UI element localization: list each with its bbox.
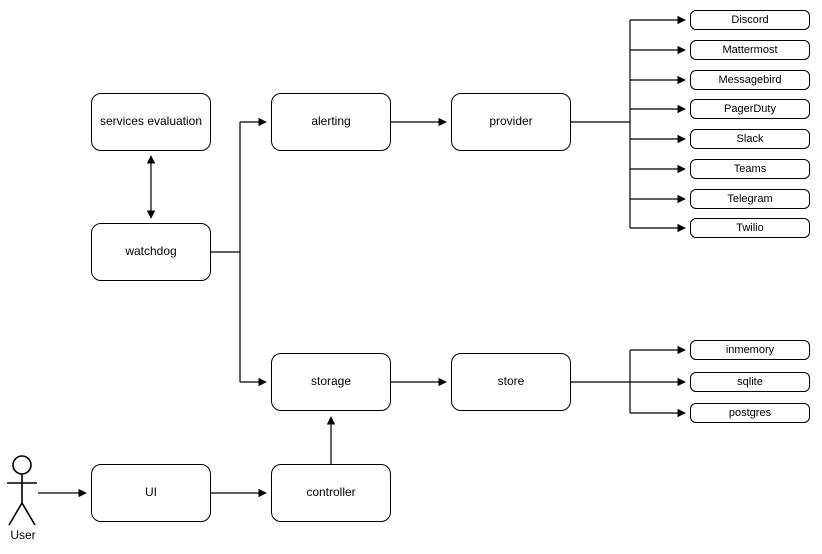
node-label: Telegram: [727, 192, 773, 205]
node-label: sqlite: [737, 375, 763, 388]
node-provider-twilio[interactable]: Twilio: [690, 218, 810, 238]
node-label: storage: [310, 374, 352, 389]
node-provider-mattermost[interactable]: Mattermost: [690, 40, 810, 60]
node-label: alerting: [311, 114, 351, 129]
node-ui[interactable]: UI: [91, 464, 211, 522]
node-label: UI: [145, 485, 157, 500]
node-store-sqlite[interactable]: sqlite: [690, 372, 810, 392]
node-provider-telegram[interactable]: Telegram: [690, 189, 810, 209]
node-provider[interactable]: provider: [451, 93, 571, 151]
node-label: Mattermost: [722, 43, 778, 56]
node-label: PagerDuty: [724, 102, 776, 115]
actor-user-label: User: [10, 528, 36, 542]
node-label: Discord: [731, 13, 769, 26]
node-provider-discord[interactable]: Discord: [690, 10, 810, 30]
node-label: watchdog: [125, 244, 177, 259]
node-storage[interactable]: storage: [271, 353, 391, 411]
node-label: provider: [489, 114, 533, 129]
node-label: Teams: [733, 162, 767, 175]
node-label: postgres: [728, 406, 772, 419]
node-provider-pagerduty[interactable]: PagerDuty: [690, 99, 810, 119]
node-label: Messagebird: [718, 73, 782, 86]
node-store[interactable]: store: [451, 353, 571, 411]
node-controller[interactable]: controller: [271, 464, 391, 522]
node-provider-teams[interactable]: Teams: [690, 159, 810, 179]
node-alerting[interactable]: alerting: [271, 93, 391, 151]
node-store-inmemory[interactable]: inmemory: [690, 340, 810, 360]
connector-provider-fanout-branches: [630, 15, 686, 233]
node-label: store: [497, 374, 525, 389]
stick-figure-icon: [7, 455, 37, 526]
node-provider-slack[interactable]: Slack: [690, 129, 810, 149]
node-label: Twilio: [736, 221, 764, 234]
node-provider-messagebird[interactable]: Messagebird: [690, 70, 810, 90]
node-label: Slack: [736, 132, 764, 145]
node-store-postgres[interactable]: postgres: [690, 403, 810, 423]
node-label: controller: [306, 485, 356, 500]
node-label: services evaluation: [99, 114, 203, 129]
connector-store-fanout-branches: [630, 345, 686, 418]
node-services-evaluation[interactable]: services evaluation: [91, 93, 211, 151]
node-label: inmemory: [725, 343, 775, 356]
node-watchdog[interactable]: watchdog: [91, 223, 211, 281]
